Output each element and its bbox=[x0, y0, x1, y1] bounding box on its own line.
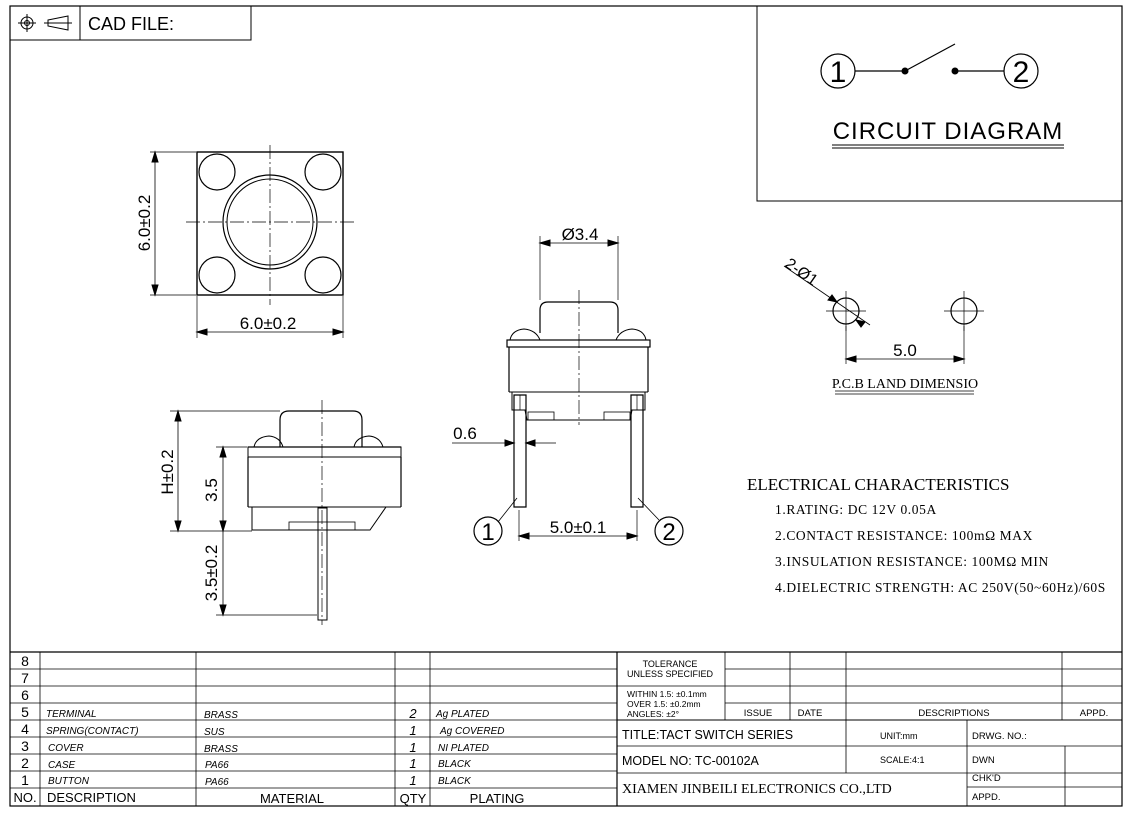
electrical-item-1: 1.RATING: DC 12V 0.05A bbox=[775, 502, 937, 517]
appd-label: APPD. bbox=[1080, 708, 1109, 719]
top-view-height-dim: 6.0±0.2 bbox=[135, 195, 154, 252]
projection-symbol-icon bbox=[18, 14, 72, 32]
bom-row-description: COVER bbox=[48, 743, 84, 754]
title-label: TITLE:TACT SWITCH SERIES bbox=[622, 728, 793, 742]
bom-rows: 8 7 6 5 TERMINAL BRASS 2 Ag PLATED 4 SPR… bbox=[13, 653, 524, 806]
company-name: XIAMEN JINBEILI ELECTRONICS CO.,LTD bbox=[622, 782, 892, 797]
bom-header-no: NO. bbox=[13, 790, 36, 805]
front-view-pin-1: 1 bbox=[481, 519, 494, 546]
cad-file-label: CAD FILE: bbox=[88, 14, 174, 34]
bom-table bbox=[10, 651, 1122, 806]
circuit-pin-2: 2 bbox=[1013, 56, 1030, 89]
top-view bbox=[150, 145, 356, 338]
bom-row-material: PA66 bbox=[205, 760, 229, 771]
bom-row-qty: 1 bbox=[409, 740, 416, 755]
electrical-characteristics: ELECTRICAL CHARACTERISTICS 1.RATING: DC … bbox=[747, 475, 1106, 595]
bom-row-description: SPRING(CONTACT) bbox=[46, 726, 139, 737]
bom-row-description: TERMINAL bbox=[46, 709, 97, 720]
electrical-item-2: 2.CONTACT RESISTANCE: 100mΩ MAX bbox=[775, 528, 1033, 543]
bom-header-qty: QTY bbox=[400, 791, 427, 806]
bom-row-material: PA66 bbox=[205, 777, 229, 788]
drwg-no-label: DRWG. NO.: bbox=[972, 731, 1027, 742]
bom-row-qty: 1 bbox=[409, 773, 416, 788]
bom-row-no: 7 bbox=[21, 670, 29, 686]
bom-row-material: BRASS bbox=[204, 744, 238, 755]
cad-file-box: CAD FILE: bbox=[9, 5, 252, 41]
pcb-spacing-dim: 5.0 bbox=[893, 341, 917, 360]
bom-row-qty: 1 bbox=[409, 723, 416, 738]
bom-row-no: 2 bbox=[21, 755, 29, 771]
unit-label: UNIT:mm bbox=[880, 731, 918, 741]
bom-row-material: SUS bbox=[204, 727, 225, 738]
side-view bbox=[170, 400, 402, 625]
circuit-pin-1: 1 bbox=[830, 56, 847, 89]
front-view-pin-width-dim: 0.6 bbox=[453, 424, 477, 443]
tolerance-label-2: UNLESS SPECIFIED bbox=[627, 669, 714, 679]
date-label: DATE bbox=[798, 708, 823, 719]
bom-row-no: 4 bbox=[21, 721, 29, 737]
chkd-label: CHK'D bbox=[972, 773, 1001, 784]
tolerance-label-1: TOLERANCE bbox=[643, 659, 698, 669]
pcb-hole-dim: 2-Ø1 bbox=[782, 255, 821, 289]
side-view-pin-dim: 3.5±0.2 bbox=[202, 545, 221, 602]
bom-row-description: BUTTON bbox=[48, 776, 90, 787]
bom-header-description: DESCRIPTION bbox=[47, 790, 136, 805]
title-block-text: TOLERANCE UNLESS SPECIFIED WITHIN 1.5: ±… bbox=[622, 659, 1108, 803]
bom-row-no: 1 bbox=[21, 772, 29, 788]
electrical-item-4: 4.DIELECTRIC STRENGTH: AC 250V(50~60Hz)/… bbox=[775, 580, 1106, 595]
tolerance-over: OVER 1.5: ±0.2mm bbox=[627, 699, 701, 709]
electrical-item-3: 3.INSULATION RESISTANCE: 100MΩ MIN bbox=[775, 554, 1049, 569]
bom-header-plating: PLATING bbox=[470, 791, 525, 806]
bom-row-qty: 1 bbox=[409, 756, 416, 771]
top-view-width-dim: 6.0±0.2 bbox=[240, 314, 297, 333]
bom-row-plating: Ag PLATED bbox=[435, 709, 489, 720]
model-no-label: MODEL NO: TC-00102A bbox=[622, 754, 760, 768]
front-view bbox=[452, 236, 684, 546]
front-view-button-dim: Ø3.4 bbox=[562, 225, 599, 244]
pcb-land-view bbox=[783, 265, 984, 395]
bom-header-material: MATERIAL bbox=[260, 791, 324, 806]
bom-row-no: 3 bbox=[21, 738, 29, 754]
tolerance-angles: ANGLES: ±2° bbox=[627, 709, 679, 719]
descriptions-label: DESCRIPTIONS bbox=[918, 708, 989, 719]
appd-label-2: APPD. bbox=[972, 792, 1001, 803]
bom-row-no: 8 bbox=[21, 653, 29, 669]
drawing-border bbox=[9, 5, 1123, 807]
bom-row-plating: NI PLATED bbox=[438, 743, 489, 754]
front-view-pitch-dim: 5.0±0.1 bbox=[550, 518, 607, 537]
front-view-pin-2: 2 bbox=[662, 519, 675, 546]
bom-row-no: 5 bbox=[21, 704, 29, 720]
bom-row-plating: BLACK bbox=[438, 759, 472, 770]
side-view-h-dim: H±0.2 bbox=[158, 449, 177, 494]
circuit-diagram: 1 2 CIRCUIT DIAGRAM bbox=[756, 5, 1123, 202]
title-block bbox=[617, 652, 1122, 806]
bom-row-material: BRASS bbox=[204, 710, 238, 721]
side-view-body-dim: 3.5 bbox=[202, 478, 221, 502]
pcb-land-title: P.C.B LAND DIMENSIO bbox=[832, 377, 978, 392]
dwn-label: DWN bbox=[972, 755, 995, 766]
electrical-title: ELECTRICAL CHARACTERISTICS bbox=[747, 475, 1009, 494]
scale-label: SCALE:4:1 bbox=[880, 755, 925, 765]
circuit-diagram-title: CIRCUIT DIAGRAM bbox=[833, 118, 1064, 145]
bom-row-description: CASE bbox=[48, 760, 76, 771]
bom-row-plating: BLACK bbox=[438, 776, 472, 787]
tolerance-within: WITHIN 1.5: ±0.1mm bbox=[627, 689, 707, 699]
bom-row-qty: 2 bbox=[408, 706, 417, 721]
issue-label: ISSUE bbox=[744, 708, 773, 719]
bom-row-no: 6 bbox=[21, 687, 29, 703]
bom-row-plating: Ag COVERED bbox=[439, 726, 504, 737]
